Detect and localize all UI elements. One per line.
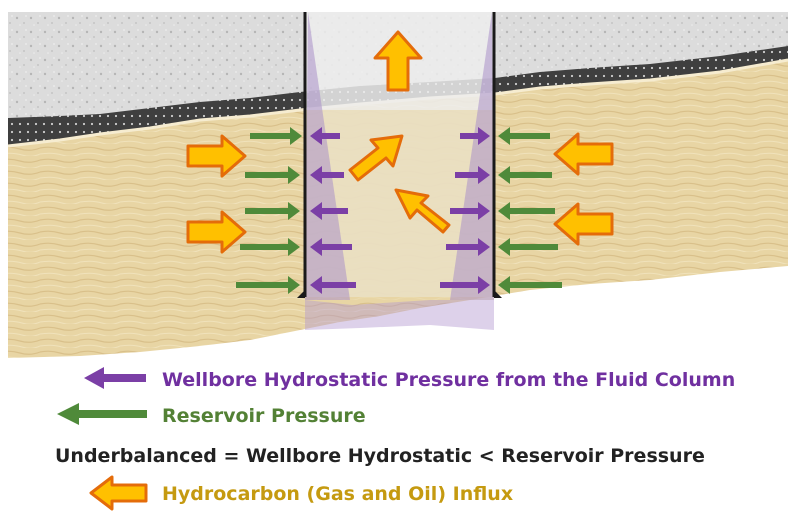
reservoir-arrows-right bbox=[498, 127, 562, 294]
hydrostatic-fan-right bbox=[450, 12, 494, 300]
legend-label-reservoir: Reservoir Pressure bbox=[162, 405, 366, 427]
hydrostatic-fan-left bbox=[305, 12, 350, 300]
left-arrow-purple-icon bbox=[84, 367, 146, 389]
reservoir-arrows-left bbox=[236, 127, 302, 294]
legend-label-hydrostatic: Wellbore Hydrostatic Pressure from the F… bbox=[162, 369, 736, 391]
legend-row-condition: Underbalanced = Wellbore Hydrostatic < R… bbox=[0, 440, 796, 476]
legend-row-reservoir: Reservoir Pressure bbox=[0, 398, 796, 434]
left-arrow-green-icon bbox=[57, 403, 147, 425]
legend-row-influx: Hydrocarbon (Gas and Oil) Influx bbox=[0, 475, 796, 511]
influx-arrows bbox=[186, 30, 614, 254]
hydrostatic-arrows-left bbox=[310, 127, 356, 294]
legend-row-hydrostatic: Wellbore Hydrostatic Pressure from the F… bbox=[0, 362, 796, 398]
hydrostatic-arrows-right bbox=[440, 127, 490, 294]
block-arrow-orange-icon bbox=[89, 475, 148, 511]
legend-label-condition: Underbalanced = Wellbore Hydrostatic < R… bbox=[55, 445, 705, 467]
legend-label-influx: Hydrocarbon (Gas and Oil) Influx bbox=[162, 483, 514, 505]
